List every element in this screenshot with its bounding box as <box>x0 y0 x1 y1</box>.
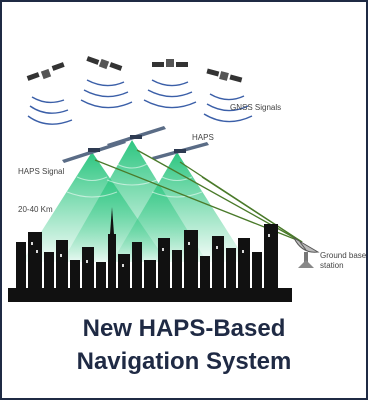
haps-illustration: GNSS Signals HAPS Signal HAPS 20-40 Km G… <box>8 56 366 302</box>
haps-beams <box>22 140 247 262</box>
satellite-icon <box>206 68 243 83</box>
satellite-icon <box>26 62 65 81</box>
ground-station-icon <box>292 236 320 268</box>
haps-aircraft <box>107 126 166 147</box>
beam-rings <box>66 163 203 198</box>
caption-line-2: Navigation System <box>76 348 292 375</box>
window-lights <box>31 234 270 267</box>
city-skyline <box>8 207 292 302</box>
ground-base-label: Ground base <box>320 251 366 260</box>
gnss-signal-waves <box>27 79 253 125</box>
gnss-label: GNSS Signals <box>230 103 281 112</box>
satellite-icon <box>86 56 123 71</box>
haps-signal-label: HAPS Signal <box>18 167 64 176</box>
caption-line-1: New HAPS-Based <box>82 315 286 342</box>
satellite-icon <box>152 59 188 67</box>
haps-label: HAPS <box>192 133 214 142</box>
station-label: station <box>320 261 344 270</box>
altitude-label: 20-40 Km <box>18 205 53 214</box>
haps-aircraft <box>152 142 209 160</box>
